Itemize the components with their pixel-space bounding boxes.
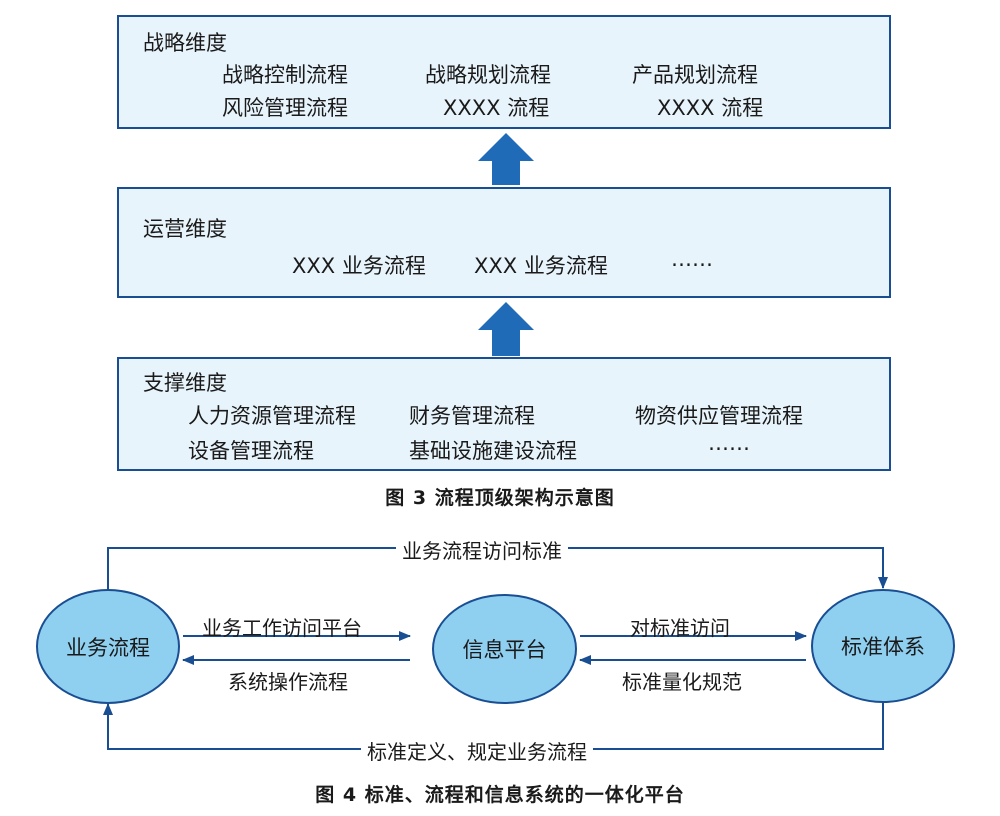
info-to-business-label: 系统操作流程 (228, 670, 348, 694)
strategy-item: 战略规划流程 (425, 63, 551, 87)
support-item: 财务管理流程 (409, 404, 535, 428)
support-title: 支撑维度 (143, 371, 227, 395)
figure-4-caption: 图 4 标准、流程和信息系统的一体化平台 (315, 784, 685, 806)
bottom-loop-label: 标准定义、规定业务流程 (361, 736, 593, 765)
support-item: 设备管理流程 (188, 439, 314, 463)
business-process-node: 业务流程 (36, 589, 180, 704)
operation-dimension-box: 运营维度 XXX 业务流程 XXX 业务流程 …… (117, 187, 891, 298)
business-process-label: 业务流程 (66, 635, 150, 660)
info-to-standard-label: 对标准访问 (630, 616, 730, 640)
operation-title: 运营维度 (143, 217, 227, 241)
strategy-item: 战略控制流程 (222, 63, 348, 87)
strategy-item: 产品规划流程 (632, 63, 758, 87)
operation-item: XXX 业务流程 (474, 254, 608, 278)
top-loop-label: 业务流程访问标准 (396, 535, 568, 564)
support-item: 物资供应管理流程 (635, 404, 803, 428)
up-arrow-icon (478, 133, 534, 185)
strategy-item: XXXX 流程 (443, 96, 550, 120)
support-dimension-box: 支撑维度 人力资源管理流程 财务管理流程 物资供应管理流程 设备管理流程 基础设… (117, 357, 891, 471)
figure-3-caption: 图 3 流程顶级架构示意图 (385, 487, 615, 509)
business-to-info-label: 业务工作访问平台 (202, 616, 362, 640)
support-item: 人力资源管理流程 (188, 404, 356, 428)
standard-system-node: 标准体系 (811, 589, 955, 703)
support-item: …… (708, 431, 750, 455)
info-platform-node: 信息平台 (432, 594, 577, 704)
strategy-title: 战略维度 (143, 31, 227, 55)
operation-item: …… (671, 247, 713, 271)
strategy-dimension-box: 战略维度 战略控制流程 战略规划流程 产品规划流程 风险管理流程 XXXX 流程… (117, 15, 891, 129)
strategy-item: 风险管理流程 (222, 96, 348, 120)
info-platform-label: 信息平台 (462, 638, 547, 662)
standard-to-info-label: 标准量化规范 (622, 670, 742, 694)
operation-item: XXX 业务流程 (292, 254, 426, 278)
standard-system-label: 标准体系 (841, 635, 925, 659)
strategy-item: XXXX 流程 (657, 96, 764, 120)
up-arrow-icon (478, 302, 534, 356)
support-item: 基础设施建设流程 (409, 439, 577, 463)
